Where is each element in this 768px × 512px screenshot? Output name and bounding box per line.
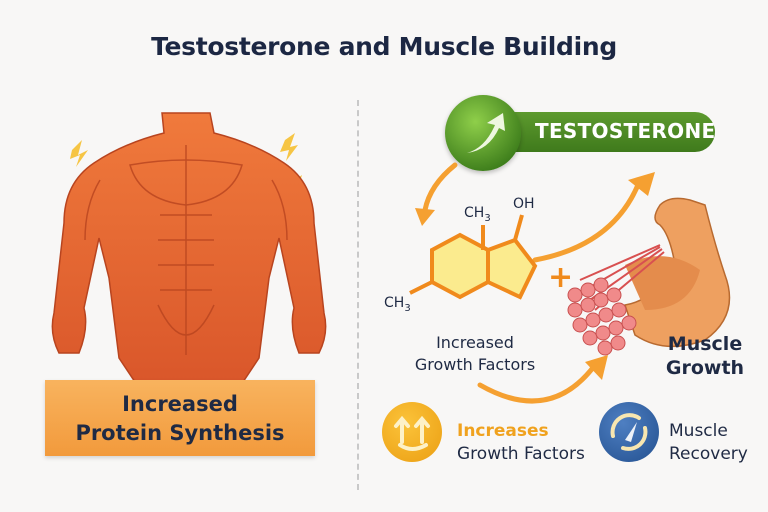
muscular-torso-illustration [51, 112, 327, 389]
protein-synthesis-banner: Increased Protein Synthesis [45, 380, 315, 456]
testosterone-text: TESTOSTERONE [535, 119, 716, 143]
muscle-growth-line1: Muscle [667, 333, 743, 355]
ch3-top-label: CH3 [464, 205, 491, 224]
oh-label: OH [513, 196, 535, 212]
flow-arrows-and-molecule [409, 162, 655, 404]
divider [357, 100, 359, 490]
arrow-up-icon [532, 177, 643, 263]
arrow-down-icon [422, 162, 458, 213]
benefit-growth-factors: Increases Growth Factors [457, 420, 585, 466]
up-arrow-icon [467, 113, 505, 153]
ch3-left-label: CH3 [384, 295, 411, 314]
growth-factors-label: Increased Growth Factors [395, 332, 555, 376]
growth-factors-line1: Increased [436, 333, 514, 352]
steroid-molecule-icon [409, 214, 538, 300]
recovery-gauge-icon [599, 402, 659, 462]
page-title: Testosterone and Muscle Building [151, 32, 617, 61]
muscle-growth-line2: Growth [665, 357, 745, 379]
benefit-muscle-recovery: Muscle Recovery [669, 420, 748, 466]
benefit-line1: Muscle [669, 421, 728, 441]
plus-icon: + [548, 260, 574, 295]
benefit-line2: Recovery [669, 444, 748, 464]
benefit-line1: Increases [457, 421, 549, 441]
muscle-growth-label: Muscle Growth [660, 332, 750, 380]
arrow-curve-icon [477, 362, 598, 404]
muscle-fiber-arm-illustration [567, 197, 731, 356]
up-arrows-icon [382, 402, 442, 462]
banner-line2: Protein Synthesis [75, 421, 285, 445]
banner-line1: Increased [122, 392, 238, 416]
testosterone-badge [445, 95, 521, 171]
benefit-line2: Growth Factors [457, 444, 585, 464]
growth-factors-line2: Growth Factors [414, 355, 536, 374]
